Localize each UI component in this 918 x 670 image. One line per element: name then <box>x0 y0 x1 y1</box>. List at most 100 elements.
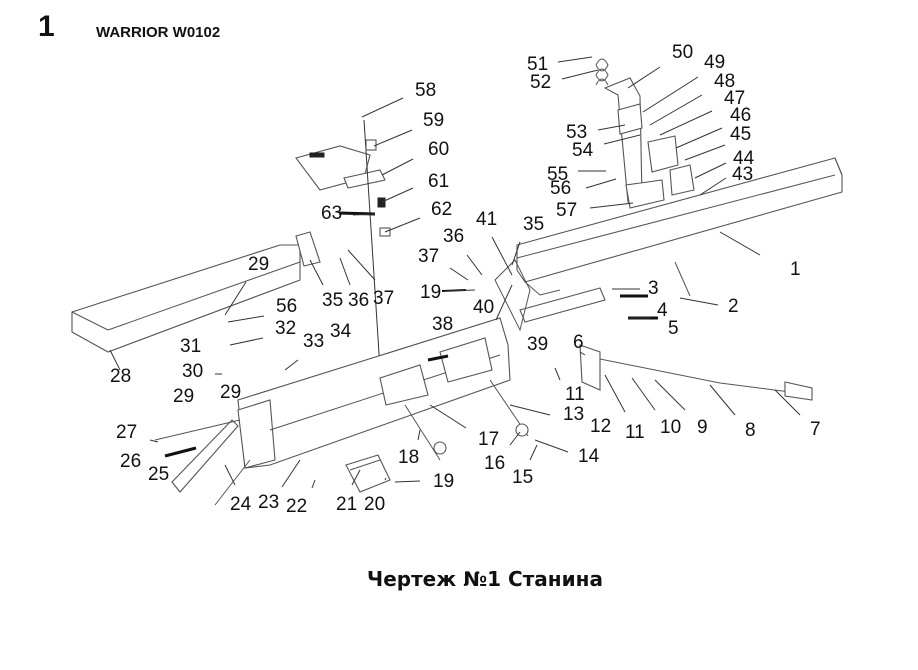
leader-line-49 <box>642 76 699 113</box>
leader-line-58 <box>361 97 404 118</box>
leader-line-24 <box>224 464 236 486</box>
leader-line-27 <box>149 439 159 443</box>
leader-line-8 <box>709 384 736 416</box>
leader-line-7 <box>774 389 801 416</box>
leader-line-16 <box>509 431 521 446</box>
part-label-12: 12 <box>590 416 611 437</box>
part-label-57: 57 <box>556 200 577 221</box>
part-label-24: 24 <box>230 494 252 515</box>
part-label-34: 34 <box>330 321 352 342</box>
part-label-13: 13 <box>563 404 584 425</box>
leader-line-11b <box>604 374 626 413</box>
part-label-5: 5 <box>668 318 679 339</box>
part-label-39: 39 <box>527 334 548 355</box>
drawing-caption: Чертеж №1 Станина <box>367 567 603 591</box>
part-label-28: 28 <box>110 366 131 387</box>
part-label-11a: 11 <box>565 384 585 405</box>
part-label-30: 30 <box>182 361 203 382</box>
leader-line-9 <box>654 379 686 411</box>
leader-line-17 <box>429 404 467 429</box>
leader-line-28 <box>109 349 121 371</box>
leader-line-62 <box>384 217 421 233</box>
leader-line-40 <box>495 284 513 321</box>
leader-line-35b <box>511 241 521 266</box>
leader-line-45 <box>684 144 726 161</box>
part-label-19b: 19 <box>420 282 441 303</box>
leader-line-18 <box>417 429 421 441</box>
part-label-49: 49 <box>704 52 725 73</box>
left-beam <box>71 231 321 353</box>
leader-line-14 <box>534 439 569 453</box>
part-label-7: 7 <box>810 419 821 440</box>
leader-line-37a <box>347 249 376 281</box>
leader-line-36a <box>339 257 351 286</box>
leader-line-10 <box>631 377 656 411</box>
upright-post <box>595 58 695 209</box>
part-label-35b: 35 <box>523 214 544 235</box>
leader-line-46 <box>675 127 723 149</box>
page-number: 1 <box>38 10 55 43</box>
base-frame <box>154 259 813 506</box>
part-label-21: 21 <box>336 494 357 515</box>
part-label-6: 6 <box>573 332 584 353</box>
part-label-50: 50 <box>672 42 693 63</box>
leader-line-59 <box>373 129 413 147</box>
part-label-61: 61 <box>428 171 449 192</box>
part-label-16: 16 <box>484 453 505 474</box>
part-label-14: 14 <box>578 446 600 467</box>
part-label-29c: 29 <box>173 386 194 407</box>
part-label-56a: 56 <box>550 178 571 199</box>
part-label-3: 3 <box>648 278 659 299</box>
part-label-40: 40 <box>473 297 494 318</box>
part-label-23: 23 <box>258 492 279 513</box>
part-label-27: 27 <box>116 422 137 443</box>
part-label-22: 22 <box>286 496 307 517</box>
leader-line-37b <box>449 267 469 281</box>
part-label-45: 45 <box>730 124 751 145</box>
leader-line-32 <box>229 337 264 346</box>
leader-line-50 <box>627 66 661 89</box>
part-label-46: 46 <box>730 105 751 126</box>
part-label-37a: 37 <box>373 288 394 309</box>
leader-line-54 <box>603 134 641 145</box>
part-label-38: 38 <box>432 314 453 335</box>
leader-line-57 <box>589 202 634 209</box>
part-label-10: 10 <box>660 417 681 438</box>
part-label-2: 2 <box>728 296 739 317</box>
leader-line-48 <box>649 94 703 126</box>
leader-line-61 <box>381 187 414 203</box>
part-label-62: 62 <box>431 199 452 220</box>
part-label-41: 41 <box>476 209 497 230</box>
part-label-33: 33 <box>303 331 324 352</box>
leader-line-35a <box>309 259 324 286</box>
leader-line-2 <box>679 297 719 306</box>
part-label-8: 8 <box>745 420 756 441</box>
leader-line-20 <box>384 477 387 481</box>
leader-line-56a <box>585 178 617 189</box>
part-label-29b: 29 <box>220 382 241 403</box>
top-table <box>295 119 391 401</box>
part-label-51: 51 <box>527 54 548 75</box>
leader-line-19a <box>394 480 421 483</box>
part-label-1: 1 <box>790 259 801 280</box>
model-title: WARRIOR W0102 <box>96 24 221 41</box>
leader-line-15 <box>529 444 538 461</box>
part-label-36a: 36 <box>348 290 369 311</box>
part-label-59: 59 <box>423 110 444 131</box>
leader-line-1 <box>719 231 761 256</box>
part-label-29a: 29 <box>248 254 269 275</box>
leader-line-53 <box>597 124 626 131</box>
part-label-17: 17 <box>478 429 499 450</box>
part-label-25: 25 <box>148 464 169 485</box>
part-label-18: 18 <box>398 447 419 468</box>
part-label-43: 43 <box>732 164 753 185</box>
part-label-60: 60 <box>428 139 449 160</box>
part-label-56b: 56 <box>276 296 297 317</box>
part-label-11b: 11 <box>625 422 645 443</box>
part-label-58: 58 <box>415 80 436 101</box>
leader-line-36b <box>466 254 483 276</box>
part-label-31: 31 <box>180 336 201 357</box>
leader-line-51 <box>557 56 593 63</box>
part-label-53: 53 <box>566 122 587 143</box>
part-label-44: 44 <box>733 148 755 169</box>
